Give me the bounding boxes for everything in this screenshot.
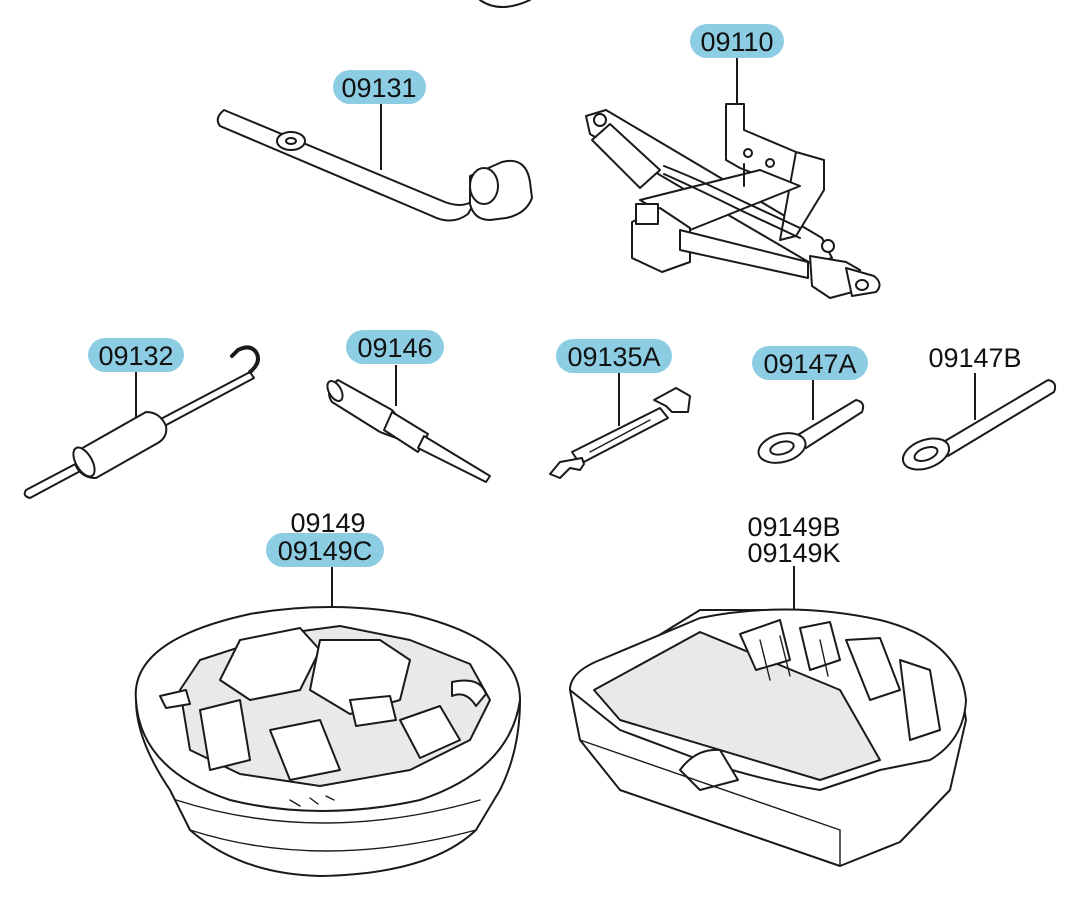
callout-09147B[interactable]: 09147B bbox=[928, 343, 1021, 373]
callout-09149B[interactable]: 09149B bbox=[747, 512, 840, 542]
callout-09110[interactable]: 09110 bbox=[690, 24, 784, 58]
round-tool-tray-drawing bbox=[134, 606, 521, 877]
screwdriver-drawing bbox=[326, 379, 491, 483]
label-09149B: 09149B bbox=[747, 512, 840, 542]
label-09135A: 09135A bbox=[567, 342, 660, 372]
callout-09135A[interactable]: 09135A bbox=[556, 339, 672, 373]
label-09147B: 09147B bbox=[928, 343, 1021, 373]
hook-rod-drawing bbox=[23, 345, 260, 499]
label-09131: 09131 bbox=[341, 73, 416, 103]
label-09149C: 09149C bbox=[278, 536, 373, 566]
callout-09146[interactable]: 09146 bbox=[346, 330, 444, 364]
callout-09149K[interactable]: 09149K bbox=[747, 538, 840, 568]
spanner-drawing bbox=[549, 387, 691, 479]
callout-09132[interactable]: 09132 bbox=[88, 338, 184, 372]
towing-eye-b-drawing bbox=[901, 379, 1057, 471]
towing-eye-a-drawing bbox=[757, 399, 865, 464]
wheel-wrench-drawing bbox=[216, 109, 533, 222]
label-09149K: 09149K bbox=[747, 538, 840, 568]
callout-09147A[interactable]: 09147A bbox=[752, 346, 868, 380]
label-09146: 09146 bbox=[357, 333, 432, 363]
callout-09149C[interactable]: 09149C bbox=[266, 533, 384, 567]
label-09132: 09132 bbox=[98, 341, 173, 371]
label-09147A: 09147A bbox=[763, 349, 856, 379]
partial-part-top bbox=[479, 0, 531, 8]
jack-drawing bbox=[585, 103, 881, 299]
rectangular-tool-tray-drawing bbox=[569, 608, 967, 867]
label-09110: 09110 bbox=[700, 27, 773, 57]
callout-09131[interactable]: 09131 bbox=[333, 70, 426, 104]
